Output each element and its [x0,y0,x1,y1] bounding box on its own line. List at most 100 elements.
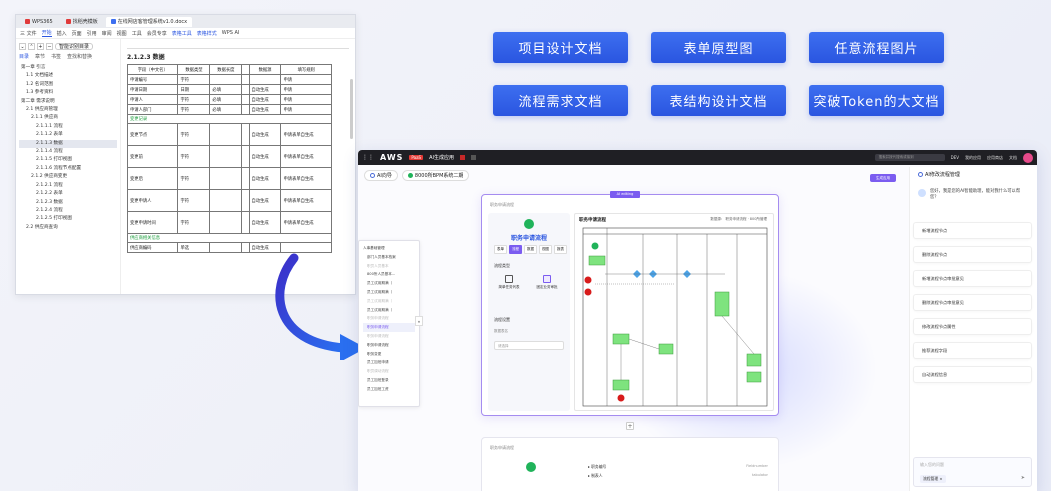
tree-item[interactable]: 职务申请流程 [367,333,389,338]
menu-reference[interactable]: 引用 [86,30,97,37]
table-cell[interactable]: 自动生成 [248,123,282,146]
wps-tab-home[interactable]: WPS365 [20,17,58,27]
table-cell[interactable]: 自动生成 [248,167,282,190]
ai-suggestion-item[interactable]: 新增流程节点审批意见 [913,270,1032,287]
tree-item[interactable]: 职务申请流程 [363,323,415,332]
table-cell[interactable]: 自动生成 [248,242,282,253]
ai-suggestion-item[interactable]: 推荐流程字段 [913,342,1032,359]
table-cell[interactable] [248,74,282,85]
nav-app-store[interactable]: 应用商店 [987,154,1003,160]
tree-item[interactable]: 员工加班申请 [367,360,389,365]
tree-item[interactable]: 800所人员基本... [367,272,396,277]
toc-item[interactable]: 2.1.2.5 打印视图 [36,216,72,222]
field-row[interactable]: ▸ 制表人 [588,473,603,478]
flow-diagram[interactable]: 职务申请流程 数据源： 职务申请流程 · 800所管理 [574,213,774,411]
wps-tab-document[interactable]: 在线网店客管理系统v1.0.docx [105,16,193,27]
table-cell[interactable]: 字符 [177,145,211,168]
menu-table-style[interactable]: 表格样式 [196,30,217,37]
ai-suggestion-item[interactable]: 修改流程节点属性 [913,318,1032,335]
global-search-input[interactable]: 搜索并按代搜索或接到 [874,154,945,161]
table-cell[interactable] [209,123,243,146]
table-cell[interactable]: 申请日期 [126,84,179,95]
table-cell[interactable] [241,64,250,75]
remove-icon[interactable]: − [46,43,53,50]
ai-suggestion-item[interactable]: 删除流程节点审批意见 [913,294,1032,311]
table-cell[interactable]: 字符 [177,74,211,85]
table-cell[interactable] [209,167,243,190]
table-cell[interactable]: 字符 [177,211,211,234]
table-cell[interactable]: 必填 [209,84,243,95]
table-cell[interactable] [241,123,250,146]
table-cell[interactable]: 变更前 [126,145,179,168]
side-tab-bookmark[interactable]: 书签 [51,54,62,60]
table-cell[interactable] [241,211,250,234]
table-select[interactable]: 请选择 [494,341,564,350]
process-card[interactable]: AI editing 职务申请流程 职务申请流程 表单 流程 数据 视图 报表 … [481,191,779,416]
table-cell[interactable] [209,145,243,168]
table-cell[interactable]: 变更申请时间 [126,211,179,234]
table-cell[interactable]: 申请表单自生成 [280,167,332,190]
tab-report[interactable]: 报表 [554,245,567,254]
tab-flow[interactable]: 流程 [509,245,522,254]
table-cell[interactable] [241,145,250,168]
table-cell[interactable]: 变更节点 [126,123,179,146]
side-tab-find[interactable]: 查找和替换 [67,54,93,60]
table-cell[interactable]: 申请 [280,104,332,115]
table-cell[interactable]: 申请人 [126,94,179,105]
menu-file[interactable]: 三 文件 [20,30,37,37]
table-cell[interactable]: 变更后 [126,167,179,190]
option-simple-task[interactable]: 简单任务列表 [492,275,526,290]
doc-scrollbar[interactable] [350,79,353,139]
expand-icon[interactable]: ⌄ [19,43,26,50]
ai-suggestion-item[interactable]: 删除流程节点 [913,246,1032,263]
table-cell[interactable] [280,242,332,253]
menu-tools[interactable]: 工具 [131,30,142,37]
tab-form[interactable]: 表单 [494,245,507,254]
toc-item[interactable]: 第二章 需求说明 [21,98,55,104]
ai-suggestion-item[interactable]: 自动流程信息 [913,366,1032,383]
avatar[interactable] [1023,152,1033,163]
toc-item[interactable]: 2.1 供应商管理 [26,107,58,113]
collapse-icon[interactable]: ⌃ [28,43,35,50]
ai-suggestion-item[interactable]: 新增流程节点 [913,222,1032,239]
tree-item[interactable]: 职务申请流程 [367,316,389,321]
table-cell[interactable] [241,74,250,85]
apps-grid-icon[interactable]: ⋮⋮ [362,154,374,161]
toc-item[interactable]: 2.1.1.4 流程 [36,149,63,155]
send-icon[interactable]: ➤ [1020,475,1025,481]
toc-item[interactable]: 2.1.2.1 流程 [36,182,63,188]
table-cell[interactable]: 数据类型 [177,64,211,75]
table-cell[interactable]: 申请表单自生成 [280,211,332,234]
table-cell[interactable]: 自动生成 [248,84,282,95]
table-cell[interactable]: 字符 [177,167,211,190]
tree-item[interactable]: 员工试用期满（ [367,307,393,312]
add-section-button[interactable]: + [626,422,634,430]
ai-chat-input[interactable]: 输入您的问题 流程管理 × ➤ [913,457,1032,487]
table-cell[interactable]: 数据源 [248,64,282,75]
table-cell[interactable]: 数据长度 [209,64,243,75]
table-cell[interactable] [241,94,250,105]
table-cell[interactable]: 申请 [280,74,332,85]
menu-table-tools[interactable]: 表格工具 [171,30,192,37]
toc-item[interactable]: 2.1.1.5 打印视图 [36,157,72,163]
table-cell[interactable]: 字符 [177,104,211,115]
table-cell[interactable]: 自动生成 [248,145,282,168]
menu-member[interactable]: 会员专享 [146,30,167,37]
nav-docs[interactable]: 文档 [1009,154,1017,160]
tree-item[interactable]: 部门人员基本档案 [367,254,396,259]
toc-item[interactable]: 2.1.1.1 流程 [36,123,63,129]
table-cell[interactable]: 字符 [177,123,211,146]
table-cell[interactable] [241,167,250,190]
table-cell[interactable]: 申请表单自生成 [280,123,332,146]
table-cell[interactable]: 申请编号 [126,74,179,85]
menu-review[interactable]: 审阅 [101,30,112,37]
toc-item[interactable]: 2.1.1.3 数据 [19,139,117,149]
table-cell[interactable] [241,84,250,95]
table-cell[interactable] [241,242,250,253]
table-cell[interactable]: 自动生成 [248,94,282,105]
table-cell[interactable]: 变更申请人 [126,189,179,212]
menu-wps-ai[interactable]: WPS AI [221,30,240,36]
nav-my-apps[interactable]: 我的应用 [965,154,981,160]
table-cell[interactable]: 字符 [177,94,211,105]
table-cell[interactable] [241,104,250,115]
